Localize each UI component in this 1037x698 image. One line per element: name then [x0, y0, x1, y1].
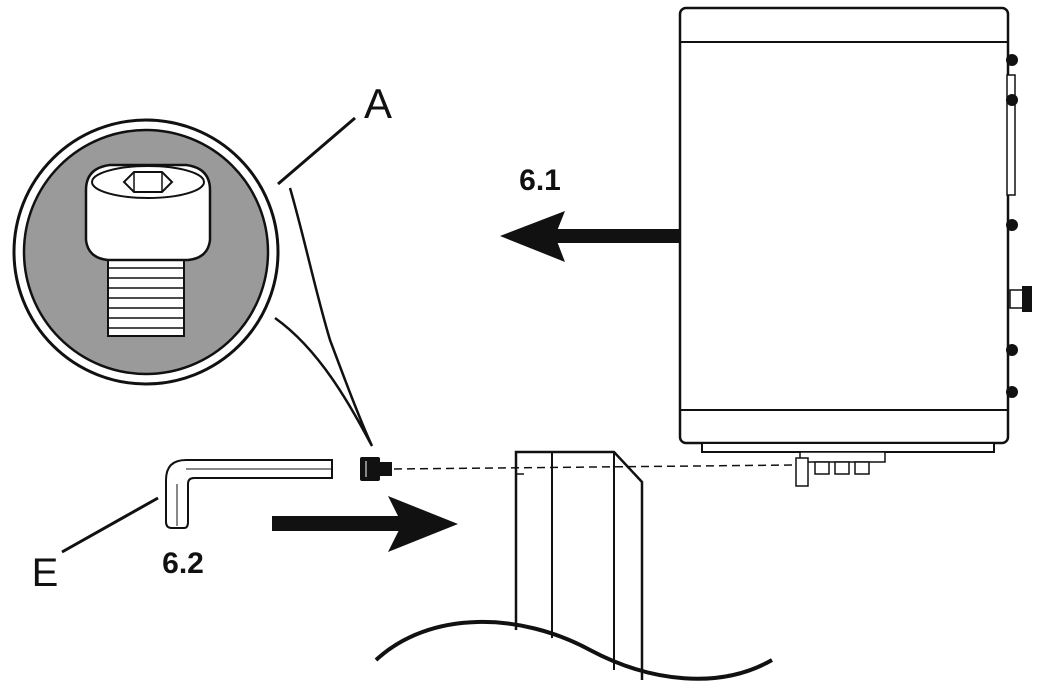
arrow-left-icon	[500, 211, 681, 262]
break-line	[374, 620, 773, 681]
water-heater-tank	[678, 6, 1032, 487]
detail-callout-a	[12, 118, 374, 447]
label-e: E	[32, 551, 59, 595]
label-e-leader	[61, 496, 159, 554]
label-a-leader	[277, 116, 356, 186]
arrow-right-icon	[272, 496, 458, 552]
step-6-1-label: 6.1	[519, 164, 561, 197]
alignment-guide	[393, 464, 797, 470]
mounting-post	[514, 450, 644, 680]
step-6-2-label: 6.2	[162, 547, 204, 580]
hex-key-icon	[165, 459, 333, 529]
callout-outline	[274, 187, 374, 447]
magnified-screw-icon	[84, 163, 212, 337]
screw-icon	[360, 457, 392, 481]
label-a: A	[364, 80, 392, 127]
